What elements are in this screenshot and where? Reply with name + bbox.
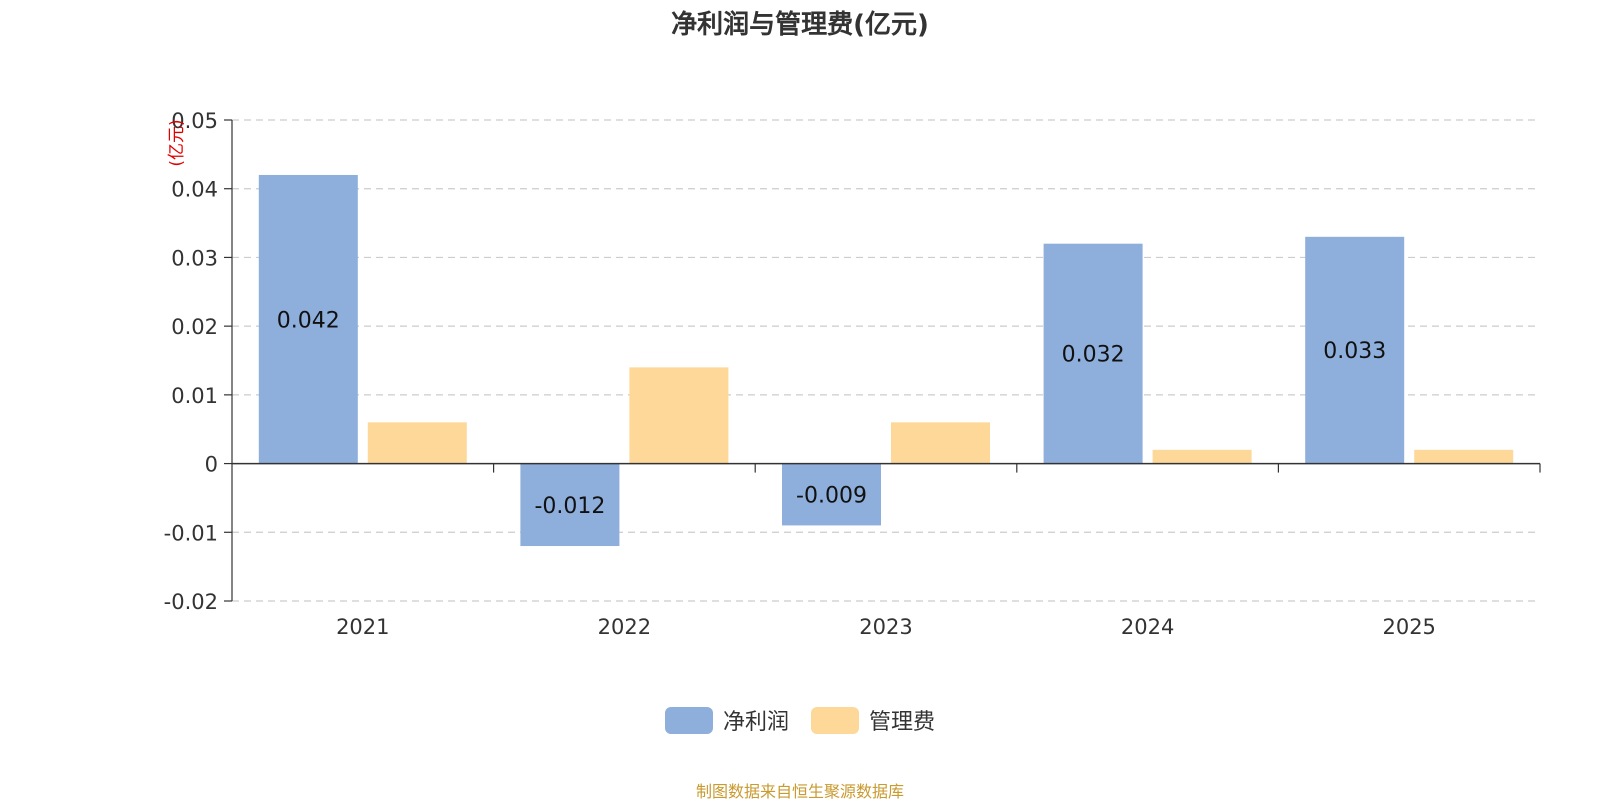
bar-net-profit [1305,236,1405,464]
x-tick-label: 2023 [859,615,912,639]
y-tick-label: -0.01 [164,521,218,545]
bar-chart: -0.02 -0.01 0 0.01 0.02 0.03 0.04 0.05(亿元) 0.042… [164,109,1541,639]
legend-label-net-profit: 净利润 [722,710,789,735]
source-note: 制图数据来自恒生聚源数据库 [695,782,904,801]
data-label-net-profit: -0.012 [534,494,605,519]
x-tick-label: 2022 [598,615,651,639]
legend: 净利润 管理费 [0,704,1600,736]
y-tick-label: 0.04 [171,178,218,202]
data-label-net-profit: 0.033 [1323,339,1386,364]
bar-net-profit [1043,243,1143,464]
y-axis-label: (亿元) [167,119,187,166]
x-tick-label: 2021 [336,615,389,639]
y-tick-label: 0.01 [171,384,218,408]
bar-admin-expense [1414,449,1514,464]
legend-item-admin-expense[interactable]: 管理费 [811,704,935,736]
x-tick-label: 2024 [1121,615,1174,639]
y-tick-label: 0.03 [171,246,218,270]
y-tick-label: 0.02 [171,315,218,339]
bar-admin-expense [1152,449,1252,464]
y-tick-label: -0.02 [164,590,218,614]
y-tick-label: 0.05 [171,109,218,133]
bar-net-profit [520,463,620,547]
bar-net-profit [258,174,358,464]
bar-net-profit [782,463,881,526]
legend-item-net-profit[interactable]: 净利润 [664,704,789,736]
bar-admin-expense [629,367,729,464]
data-label-net-profit: 0.042 [277,308,340,333]
chart-title: 净利润与管理费(亿元) [671,10,929,40]
legend-swatch-admin-expense [811,706,859,734]
data-label-net-profit: 0.032 [1062,343,1125,368]
data-label-net-profit: -0.009 [796,483,867,508]
y-tick-label: 0 [205,453,218,477]
x-tick-label: 2025 [1382,615,1435,639]
bar-admin-expense [367,422,467,464]
legend-swatch-net-profit [664,706,713,734]
bar-admin-expense [891,422,990,464]
legend-label-admin-expense: 管理费 [869,710,936,735]
